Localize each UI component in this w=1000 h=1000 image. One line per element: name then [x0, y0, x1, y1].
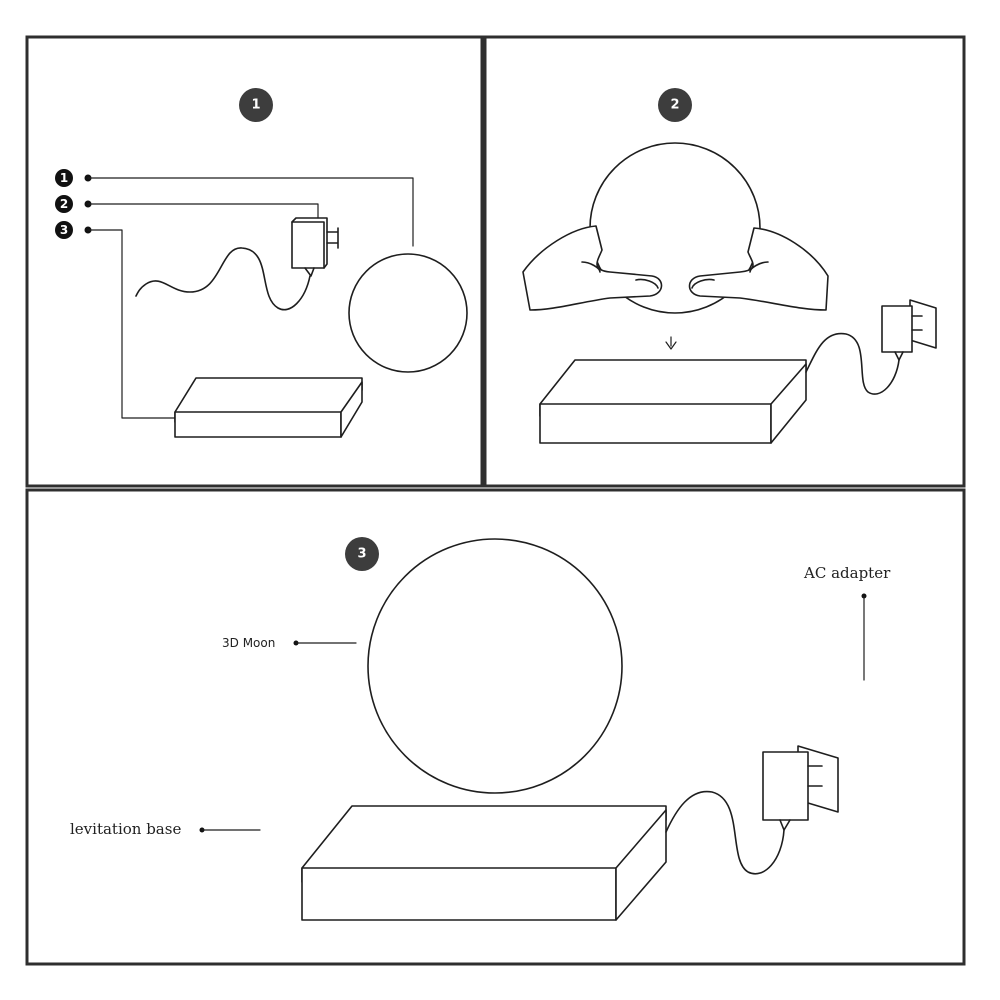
legend-bullet-2-number: 2	[60, 197, 68, 211]
legend-bullet-2: 2	[55, 195, 73, 213]
leader-3d-moon	[293, 640, 357, 646]
right-hand	[688, 227, 829, 311]
legend-bullet-1-number: 1	[60, 171, 68, 185]
step-1-badge: 1	[239, 88, 273, 122]
levitation-base-1	[174, 377, 363, 438]
legend-bullet-3-number: 3	[60, 223, 68, 237]
step-3-badge: 3	[345, 537, 379, 571]
left-hand	[522, 225, 663, 311]
leader-ac-adapter	[861, 593, 867, 681]
moon-sphere-1	[348, 253, 468, 373]
levitation-base-2	[539, 359, 807, 444]
moon-sphere-3	[367, 538, 623, 794]
label-ac-adapter: AC adapter	[803, 564, 891, 582]
legend-bullet-3: 3	[55, 221, 73, 239]
label-levitation-base: levitation base	[70, 820, 181, 838]
step-2-badge: 2	[658, 88, 692, 122]
down-arrow-icon	[665, 336, 677, 350]
legend-bullet-1: 1	[55, 169, 73, 187]
leader-line-3	[84, 226, 177, 419]
panel-step-3	[25, 488, 966, 966]
step-1-number: 1	[251, 98, 260, 113]
leader-line-1	[84, 174, 414, 247]
leader-line-2	[84, 200, 319, 219]
levitation-base-3	[301, 805, 667, 921]
step-2-number: 2	[670, 98, 679, 113]
step-3-number: 3	[357, 547, 366, 562]
ac-adapter-2	[805, 299, 937, 395]
label-3d-moon: 3D Moon	[222, 636, 275, 650]
ac-adapter-3	[665, 745, 839, 875]
ac-adapter-1	[135, 217, 339, 311]
leader-levitation-base	[199, 827, 261, 833]
